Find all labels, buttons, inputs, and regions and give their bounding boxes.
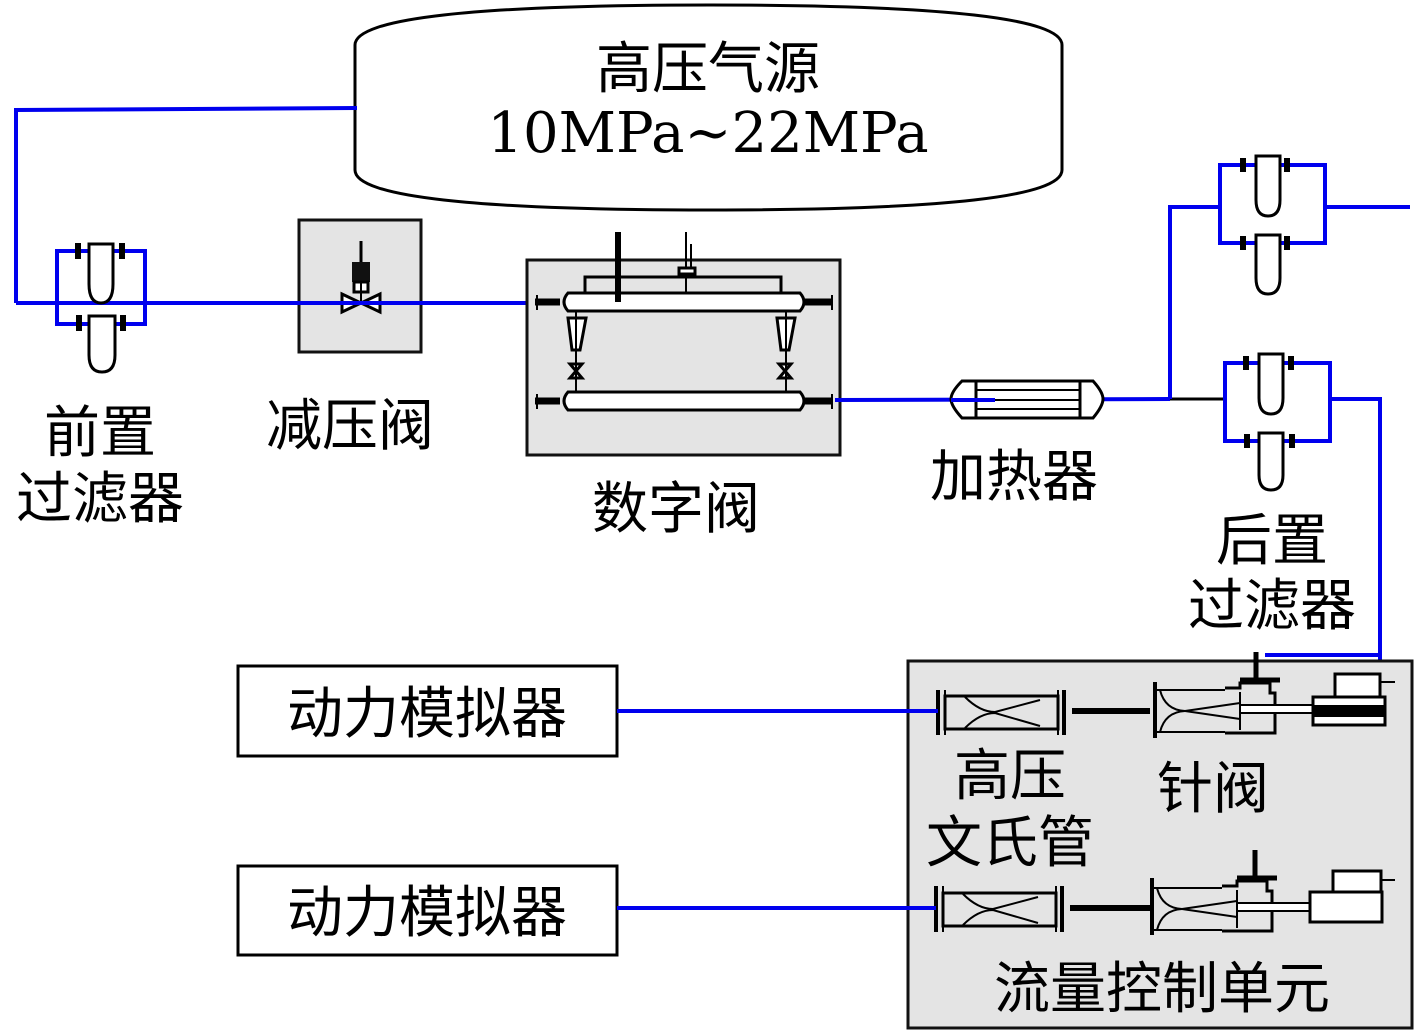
power-simulator-2-label: 动力模拟器 — [287, 881, 567, 946]
gas-source-label: 高压气源 — [596, 37, 820, 102]
power-simulator-1-label: 动力模拟器 — [287, 682, 567, 747]
gas-source-tank: 高压气源 10MPa~22MPa — [353, 3, 1064, 212]
venturi-1-icon — [936, 690, 1066, 735]
heater-icon — [949, 379, 1105, 420]
flow-control-unit-label: 流量控制单元 — [994, 957, 1330, 1022]
venturi-2-icon — [934, 886, 1064, 932]
post-filter-label-2: 过滤器 — [1188, 574, 1356, 639]
needle-valve-label: 针阀 — [1157, 757, 1269, 822]
power-simulator-2: 动力模拟器 — [236, 864, 619, 957]
pre-filter-icon — [55, 242, 147, 374]
pressure-reducing-valve-icon — [280, 218, 440, 354]
pressure-reducing-valve-label: 减压阀 — [266, 394, 434, 459]
post-filter-lower-icon — [1223, 352, 1382, 857]
digital-valve-label: 数字阀 — [592, 477, 760, 542]
power-simulator-1: 动力模拟器 — [236, 664, 619, 758]
needle-valve-1-icon — [1153, 652, 1395, 738]
pre-filter-label-1: 前置 — [44, 401, 156, 466]
pre-filter-label-2: 过滤器 — [16, 467, 184, 532]
venturi-label-1: 高压 — [954, 744, 1066, 809]
post-filter-label-1: 后置 — [1216, 509, 1328, 574]
heater-label: 加热器 — [930, 445, 1098, 510]
venturi-label-2: 文氏管 — [926, 811, 1094, 876]
post-filter-upper-icon — [1168, 154, 1410, 399]
digital-valve-icon — [525, 232, 842, 457]
gas-source-pressure: 10MPa~22MPa — [487, 101, 928, 166]
needle-valve-2-icon — [1150, 850, 1395, 935]
